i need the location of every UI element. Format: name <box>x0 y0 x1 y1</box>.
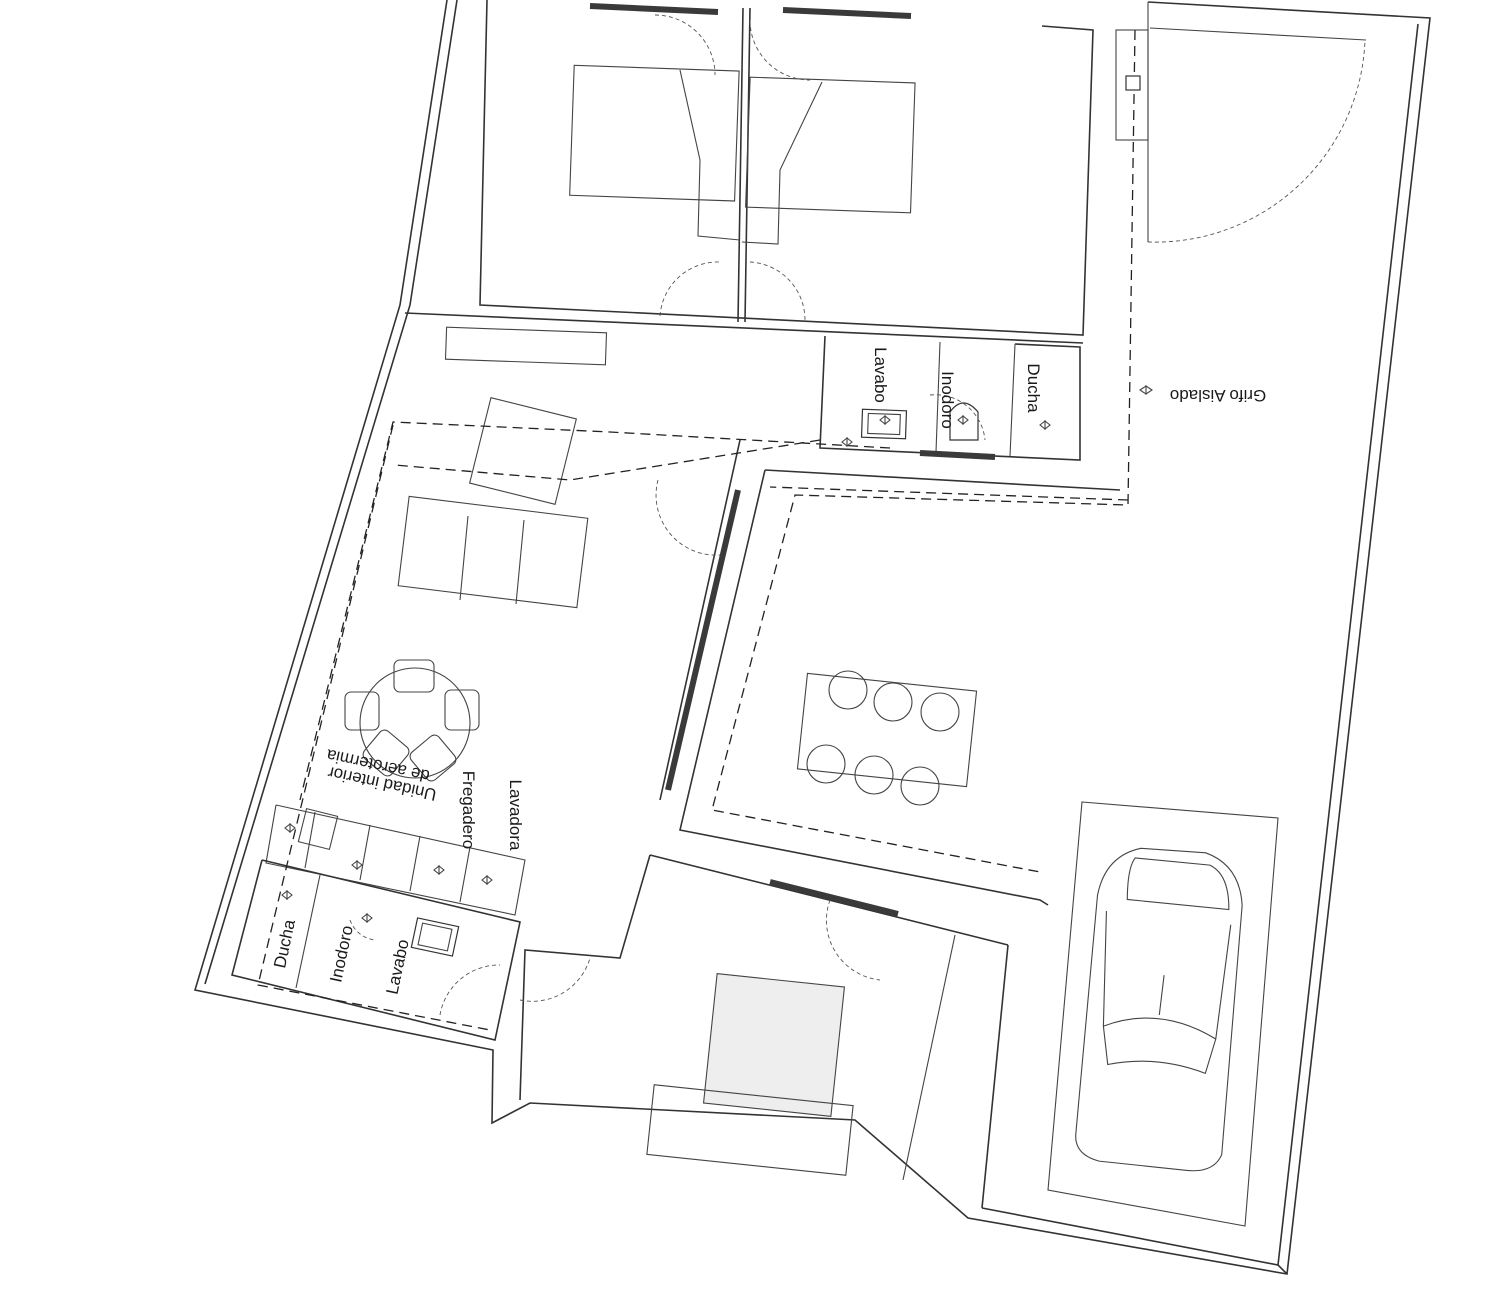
valve-icons <box>281 384 1153 924</box>
bottom-bedroom <box>519 854 1009 1209</box>
car-icon <box>1075 847 1243 1172</box>
lavabo-upper-label: Lavabo <box>871 347 890 403</box>
plumbing-lines <box>257 29 1149 1031</box>
grifo-aislado-label: Grifo Aislado <box>1170 386 1266 405</box>
room-labels: Grifo Aislado Lavabo Inodoro Ducha Unida… <box>270 347 1266 996</box>
parking-space <box>1047 801 1279 1227</box>
kitchen-counter <box>265 804 526 916</box>
inodoro-lower-label: Inodoro <box>326 924 357 984</box>
fregadero-label: Fregadero <box>459 771 478 849</box>
ducha-upper-label: Ducha <box>1024 363 1043 413</box>
lower-bathroom <box>231 859 521 1041</box>
upper-bathroom <box>819 335 1081 461</box>
living-room <box>344 326 741 801</box>
exterior-walls <box>193 0 1431 1275</box>
right-room <box>679 469 1121 906</box>
upper-bedrooms <box>404 0 1367 344</box>
lavabo-lower-label: Lavabo <box>383 938 413 997</box>
inodoro-upper-label: Inodoro <box>938 371 957 429</box>
ducha-lower-label: Ducha <box>270 917 299 970</box>
lavadora-label: Lavadora <box>506 780 525 851</box>
